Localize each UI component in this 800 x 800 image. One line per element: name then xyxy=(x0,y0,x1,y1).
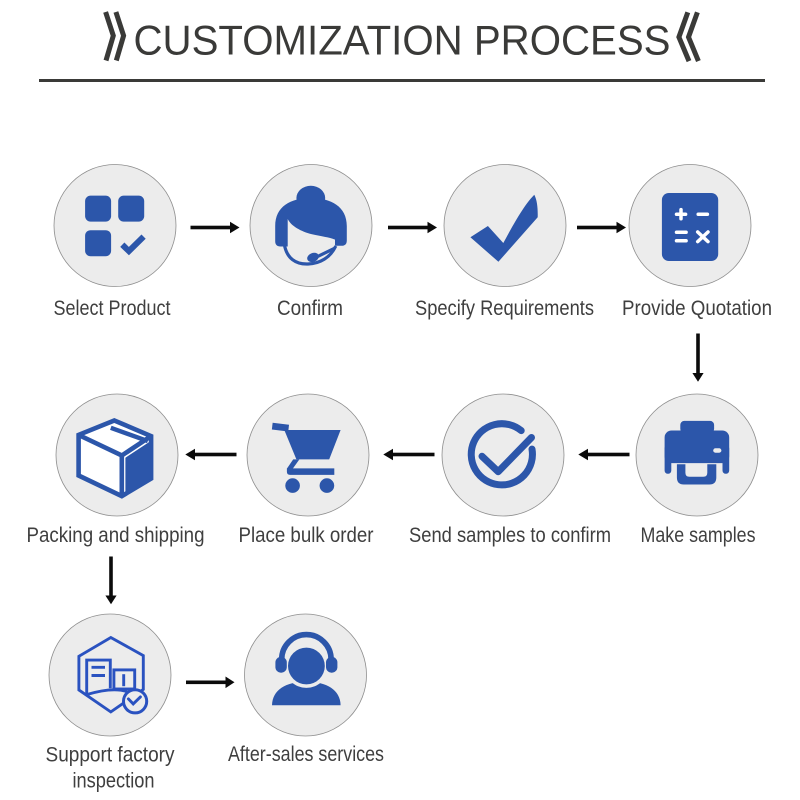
svg-text:Provide Quotation: Provide Quotation xyxy=(622,297,772,320)
svg-text:Select Product: Select Product xyxy=(54,297,171,320)
svg-text:inspection: inspection xyxy=(73,770,155,793)
svg-text:Packing and shipping: Packing and shipping xyxy=(27,524,205,547)
svg-text:CUSTOMIZATION PROCESS: CUSTOMIZATION PROCESS xyxy=(134,17,671,64)
svg-text:Make samples: Make samples xyxy=(641,524,756,547)
svg-text:Confirm: Confirm xyxy=(277,297,343,320)
svg-text:Place bulk order: Place bulk order xyxy=(239,524,374,547)
svg-text:Send samples to confirm: Send samples to confirm xyxy=(409,524,611,547)
svg-text:Specify Requirements: Specify Requirements xyxy=(415,297,594,320)
svg-text:Support factory: Support factory xyxy=(46,744,175,767)
svg-text:After-sales services: After-sales services xyxy=(228,743,384,766)
